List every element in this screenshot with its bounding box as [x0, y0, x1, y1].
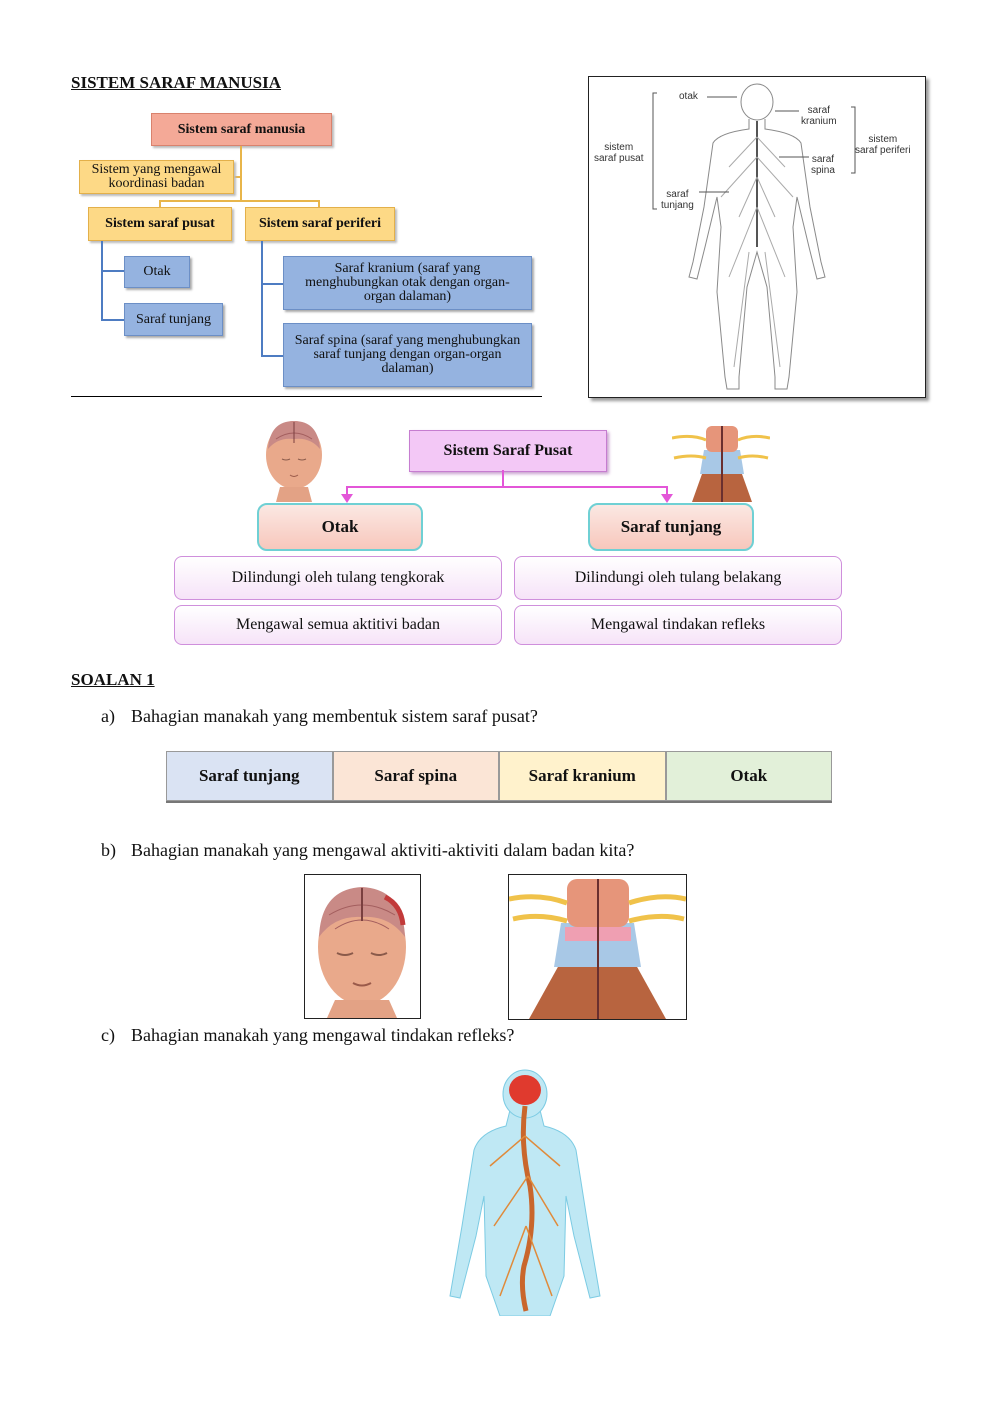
answer-image-spinal-cord[interactable]	[508, 874, 687, 1020]
box-saraf-tunjang: Saraf tunjang	[588, 503, 754, 551]
human-body-outline-image	[652, 83, 856, 390]
node-saraf-tunjang: Saraf tunjang	[124, 303, 223, 336]
choice-saraf-kranium[interactable]: Saraf kranium	[499, 751, 666, 801]
question-b: b)Bahagian manakah yang mengawal aktivit…	[101, 840, 635, 860]
spinal-cord-large-image	[508, 879, 687, 1019]
box-otak: Otak	[257, 503, 423, 551]
nervous-system-body-image[interactable]	[440, 1066, 610, 1316]
answer-image-brain[interactable]	[304, 874, 421, 1019]
fact-tunjang-2: Mengawal tindakan refleks	[514, 605, 842, 645]
question-a: a)Bahagian manakah yang membentuk sistem…	[101, 706, 538, 726]
header-sistem-saraf-pusat: Sistem Saraf Pusat	[409, 430, 607, 472]
node-otak: Otak	[124, 256, 190, 288]
fact-otak-1: Dilindungi oleh tulang tengkorak	[174, 556, 502, 600]
brain-head-image	[266, 421, 322, 502]
brain-head-large-image	[318, 887, 406, 1018]
section-heading: SOALAN 1	[71, 670, 155, 689]
question-c: c)Bahagian manakah yang mengawal tindaka…	[101, 1025, 515, 1045]
choice-otak[interactable]: Otak	[665, 751, 832, 801]
node-sistem-saraf-pusat: Sistem saraf pusat	[88, 207, 232, 241]
node-sistem-saraf-manusia: Sistem saraf manusia	[151, 113, 332, 146]
spinal-cord-image	[672, 426, 770, 502]
divider	[71, 396, 542, 397]
choice-saraf-spina[interactable]: Saraf spina	[332, 751, 499, 801]
answer-choices: Saraf tunjang Saraf spina Saraf kranium …	[166, 751, 832, 801]
choice-saraf-tunjang[interactable]: Saraf tunjang	[166, 751, 333, 801]
page-title: SISTEM SARAF MANUSIA	[71, 73, 282, 92]
node-sistem-saraf-periferi: Sistem saraf periferi	[245, 207, 395, 241]
fact-otak-2: Mengawal semua aktitivi badan	[174, 605, 502, 645]
fact-tunjang-1: Dilindungi oleh tulang belakang	[514, 556, 842, 600]
label-otak: otak	[679, 91, 698, 102]
